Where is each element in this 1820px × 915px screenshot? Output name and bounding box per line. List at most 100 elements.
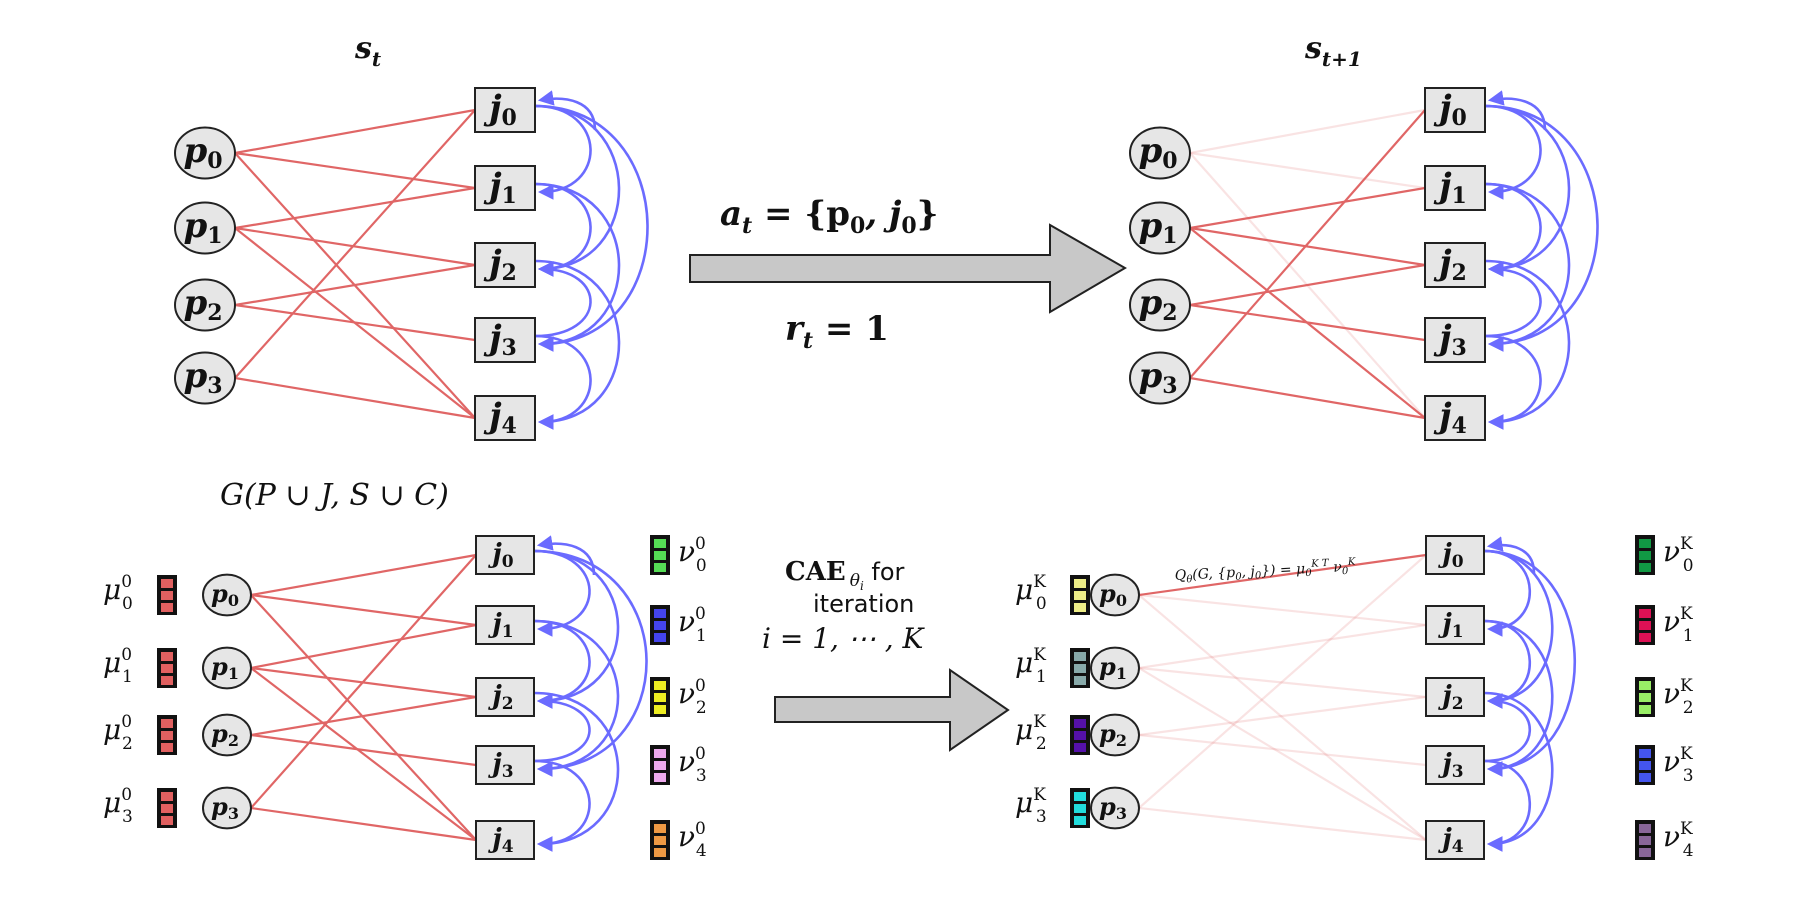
nu-left-2-vector-cell-2 xyxy=(654,705,666,714)
bottom-right-edge-p0-j4 xyxy=(1138,594,1427,841)
mu-right-3-vector-cell-2 xyxy=(1074,816,1086,825)
top-right-curve-j3-j4 xyxy=(1484,334,1542,430)
top-right-curve-j3-j2 xyxy=(1484,261,1542,338)
bottom-right-node-p2 xyxy=(1090,713,1140,757)
top-left-curve-j0-j3 xyxy=(534,104,649,352)
nu-right-2-vector-cell-0 xyxy=(1639,681,1651,690)
bottom-left-label-p2: p2 xyxy=(211,719,239,750)
top-right-edge-p3-j0 xyxy=(1189,109,1426,379)
bottom-left-curve-j0-j2 xyxy=(533,549,620,709)
bottom-right-node-j0 xyxy=(1425,535,1485,575)
mu-left-2-vector-cell-0 xyxy=(161,719,173,728)
top-right-edge-p0-j1 xyxy=(1189,151,1426,190)
top-right-node-j0 xyxy=(1424,87,1486,133)
bottom-right-node-p0 xyxy=(1090,573,1140,617)
nu-left-0-vector xyxy=(650,535,670,575)
bottom-right-node-j2 xyxy=(1425,677,1485,717)
action-label: at = {p0, j0} xyxy=(720,194,939,239)
mu-left-2-vector-cell-1 xyxy=(161,731,173,740)
top-left-edge-p3-j0 xyxy=(234,109,476,379)
top-left-curve-j1-j3 xyxy=(534,182,621,352)
nu-right-2-vector xyxy=(1635,677,1655,717)
bottom-left-node-j4 xyxy=(475,820,535,860)
bottom-left-label-p3: p3 xyxy=(211,792,239,823)
mu-left-3-vector-cell-2 xyxy=(161,816,173,825)
bottom-right-node-p1 xyxy=(1090,646,1140,690)
bottom-right-node-j1 xyxy=(1425,605,1485,645)
nu-right-2-vector-cell-2 xyxy=(1639,705,1651,714)
bottom-right-edge-p3-j4 xyxy=(1138,806,1427,842)
mu-left-3-vector-cell-1 xyxy=(161,804,173,813)
mu-right-0-vector xyxy=(1070,575,1090,615)
top-right-node-j4 xyxy=(1424,395,1486,441)
nu-right-4-vector-cell-0 xyxy=(1639,824,1651,833)
top-right-curve-j0-j2 xyxy=(1484,104,1571,277)
mu-right-1-vector-cell-1 xyxy=(1074,664,1086,673)
nu-left-0-vector-cell-0 xyxy=(654,539,666,548)
bottom-left-label-p1: p1 xyxy=(211,652,239,683)
mu-left-0-vector xyxy=(157,575,177,615)
nu-left-1-vector-cell-2 xyxy=(654,633,666,642)
bottom-left-node-p0 xyxy=(202,573,252,617)
bottom-left-label-p0: p0 xyxy=(211,579,239,610)
top-right-node-p1 xyxy=(1129,201,1191,255)
nu-left-3-vector xyxy=(650,745,670,785)
nu-left-1-vector-cell-0 xyxy=(654,609,666,618)
nodes-layer xyxy=(157,87,1655,860)
mu-right-3-vector xyxy=(1070,788,1090,828)
top-right-edge-p2-j2 xyxy=(1189,263,1426,307)
nu-right-0-vector xyxy=(1635,535,1655,575)
mu-right-2-vector-cell-1 xyxy=(1074,731,1086,740)
bottom-left-edge-p2-j3 xyxy=(250,733,477,767)
top-right-curve-j2-j4 xyxy=(1484,259,1571,430)
top-left-node-p2 xyxy=(174,278,236,332)
bottom-right-curve-j0-top xyxy=(1486,536,1536,574)
top-left-curve-j2-j4 xyxy=(534,259,621,430)
bottom-right-edge-p2-j3 xyxy=(1138,733,1427,767)
mu-right-2-vector xyxy=(1070,715,1090,755)
mu-left-3-vector-cell-0 xyxy=(161,792,173,801)
mu-left-2-vector xyxy=(157,715,177,755)
bottom-left-curve-j2-j4 xyxy=(533,691,620,852)
nu-left-2-vector xyxy=(650,677,670,717)
bottom-right-curve-j3-j4 xyxy=(1483,759,1532,852)
bottom-right-edge-p0-j1 xyxy=(1138,593,1427,627)
bottom-left-curve-j0-top xyxy=(536,535,596,576)
nu-right-3-vector-cell-1 xyxy=(1639,761,1651,770)
nu-right-1-vector-cell-2 xyxy=(1639,633,1651,642)
top-left-node-j3 xyxy=(474,317,536,363)
mu-left-1-vector-cell-2 xyxy=(161,676,173,685)
top-left-edge-p0-j1 xyxy=(234,151,476,190)
bottom-right-label-p0: p0 xyxy=(1099,579,1127,610)
top-left-edge-p2-j3 xyxy=(234,303,476,342)
mu-right-1-vector-cell-0 xyxy=(1074,652,1086,661)
nu-left-4-vector xyxy=(650,820,670,860)
nu-left-4-vector-cell-0 xyxy=(654,824,666,833)
nu-right-4-vector-cell-2 xyxy=(1639,848,1651,857)
nu-right-4-vector-cell-1 xyxy=(1639,836,1651,845)
transition-arrow xyxy=(689,223,1127,314)
mu-right-2-vector-cell-2 xyxy=(1074,743,1086,752)
nu-right-1-vector-cell-0 xyxy=(1639,609,1651,618)
nu-right-3-vector-cell-2 xyxy=(1639,773,1651,782)
mu-right-2-vector-cell-0 xyxy=(1074,719,1086,728)
nu-left-1-vector-cell-1 xyxy=(654,621,666,630)
nu-left-3-vector-cell-1 xyxy=(654,761,666,770)
cae-arrow xyxy=(774,668,1010,752)
top-right-edge-p0-j0 xyxy=(1189,108,1426,155)
top-left-node-j2 xyxy=(474,242,536,288)
bottom-left-curve-j0-j3 xyxy=(533,549,648,777)
nu-right-0-vector-cell-1 xyxy=(1639,551,1651,560)
